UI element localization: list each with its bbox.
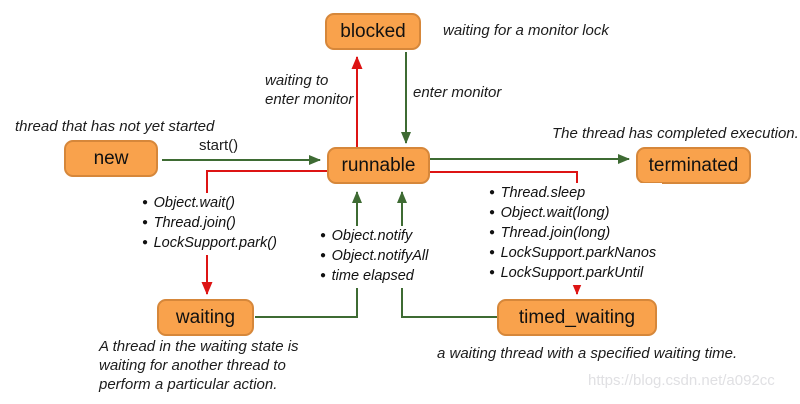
state-box-timed-waiting: timed_waiting xyxy=(497,299,657,336)
state-box-waiting: waiting xyxy=(157,299,254,336)
note-terminated: The thread has completed execution. xyxy=(552,125,799,142)
state-label-blocked: blocked xyxy=(340,20,406,42)
method-list-to-runnable: Object.notify Object.notifyAll time elap… xyxy=(318,226,435,288)
edge-label-waiting-to-enter-monitor: waiting to enter monitor xyxy=(265,72,354,108)
list-item: LockSupport.parkNanos xyxy=(489,244,657,264)
method-list-to-timed-waiting: Thread.sleep Object.wait(long) Thread.jo… xyxy=(487,183,663,285)
edge-label-enter-monitor: enter monitor xyxy=(413,84,502,101)
method-list-to-waiting: Object.wait() Thread.join() LockSupport.… xyxy=(140,193,283,255)
state-label-runnable: runnable xyxy=(341,154,416,176)
state-label-new: new xyxy=(93,147,129,169)
note-timed-waiting: a waiting thread with a specified waitin… xyxy=(437,345,738,362)
watermark-url: https://blog.csdn.net/a092cc xyxy=(588,372,775,389)
note-waiting: A thread in the waiting state is waiting… xyxy=(99,338,299,393)
list-item: Thread.join() xyxy=(142,214,277,234)
state-box-runnable: runnable xyxy=(327,147,430,184)
state-box-new: new xyxy=(64,140,158,177)
state-box-blocked: blocked xyxy=(325,13,421,50)
note-blocked: waiting for a monitor lock xyxy=(443,22,609,39)
state-label-terminated: terminated xyxy=(648,154,739,176)
list-item: Object.wait(long) xyxy=(489,204,656,224)
note-new: thread that has not yet started xyxy=(15,118,215,135)
state-box-terminated: terminated xyxy=(636,147,751,184)
list-item: LockSupport.park() xyxy=(142,234,277,254)
edge-label-start: start() xyxy=(199,137,239,154)
state-label-timed-waiting: timed_waiting xyxy=(518,306,636,328)
state-label-waiting: waiting xyxy=(175,306,236,328)
list-item: LockSupport.parkUntil xyxy=(489,264,656,284)
list-item: Object.notify xyxy=(320,227,428,247)
list-item: Object.notifyAll xyxy=(320,247,429,267)
list-item: time elapsed xyxy=(320,267,428,287)
list-item: Object.wait() xyxy=(142,194,277,214)
list-item: Thread.join(long) xyxy=(489,224,656,244)
list-item: Thread.sleep xyxy=(489,184,656,204)
